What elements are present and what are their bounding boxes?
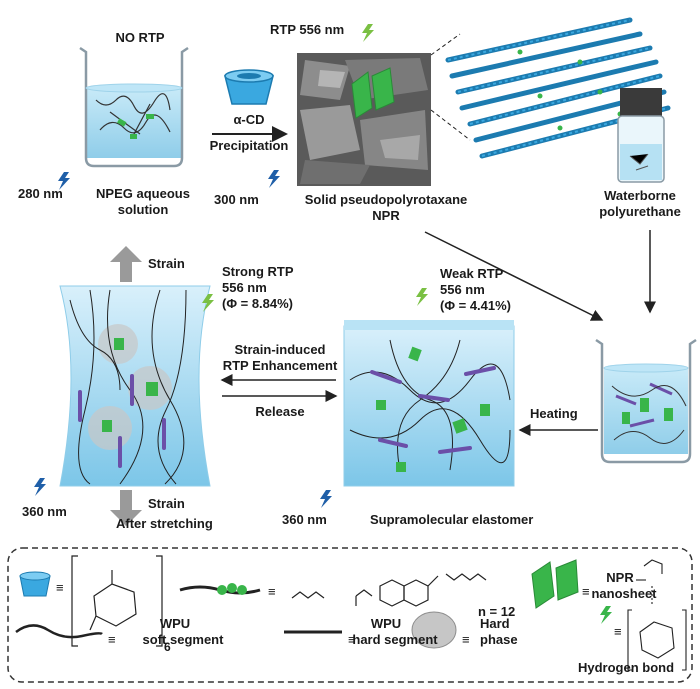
beaker-icon	[79, 46, 189, 168]
after-stretching-label: After stretching	[116, 516, 213, 531]
lightning-icon	[362, 24, 374, 42]
lightning-icon	[600, 606, 612, 624]
strain-arrow-up	[110, 246, 142, 282]
legend-box	[7, 547, 693, 683]
weak-rtp-line3: (Φ = 4.41%)	[440, 298, 512, 313]
vial-icon	[617, 88, 665, 183]
equiv-sign: ≡	[582, 584, 590, 599]
no-rtp-label: NO RTP	[115, 30, 165, 45]
wavelength-300-label: 300 nm	[214, 192, 259, 207]
strain-arrow-down	[110, 490, 142, 526]
cyclodextrin-icon	[19, 571, 51, 597]
equiv-sign: ≡	[108, 632, 116, 647]
hydrogen-bond-label: Hydrogen bond	[578, 660, 675, 675]
npeg-label-line1: NPEG aqueous	[96, 186, 190, 201]
weak-rtp-line1: Weak RTP	[440, 266, 504, 281]
elastomer-block	[343, 320, 515, 487]
wpu-hard-line2: hard segment	[352, 632, 438, 647]
zoom-line	[430, 33, 461, 56]
cd-subscript: 6	[164, 640, 171, 654]
npeg-structure	[291, 573, 487, 607]
lightning-icon	[34, 478, 46, 496]
lightning-icon	[320, 490, 332, 508]
nanosheet-icon	[531, 559, 579, 609]
wavelength-360-right: 360 nm	[282, 512, 327, 527]
flow-arrow	[424, 231, 604, 321]
equiv-sign: ≡	[268, 584, 276, 599]
heating-label: Heating	[530, 406, 578, 421]
wpu-hard-line1: WPU	[370, 616, 402, 631]
enhancement-line2: RTP Enhancement	[222, 358, 338, 373]
hydrogen-bond-structure	[627, 559, 687, 671]
lightning-icon	[416, 288, 428, 306]
npr-legend-line2: nanosheet	[591, 586, 657, 601]
equiv-sign: ≡	[56, 580, 64, 595]
wpu-label-line1: Waterborne	[604, 188, 676, 203]
npeg-label-line2: solution	[117, 202, 169, 217]
strong-rtp-line1: Strong RTP	[222, 264, 294, 279]
supramolecular-label: Supramolecular elastomer	[370, 512, 534, 527]
weak-rtp-line2: 556 nm	[440, 282, 485, 297]
strain-top-label: Strain	[148, 256, 185, 271]
glucose-structure	[71, 555, 163, 647]
equiv-sign: ≡	[462, 632, 470, 647]
wpu-soft-line1: WPU	[159, 616, 191, 631]
strong-rtp-line2: 556 nm	[222, 280, 267, 295]
wpu-soft-line2: soft segment	[142, 632, 224, 647]
wavelength-280-label: 280 nm	[18, 186, 63, 201]
n-equals-label: n = 12	[478, 604, 516, 619]
cd-label: α-CD	[233, 112, 265, 127]
stretched-elastomer	[59, 285, 211, 487]
npr-label-line1: Solid pseudopolyrotaxane	[304, 192, 468, 207]
beaker-icon	[595, 338, 697, 464]
npeg-chain-icon	[179, 583, 261, 595]
wpu-label-line2: polyurethane	[599, 204, 681, 219]
precipitation-label: Precipitation	[209, 138, 289, 153]
soft-segment-icon	[15, 624, 103, 639]
strong-rtp-line3: (Φ = 8.84%)	[222, 296, 294, 311]
rtp-556-label: RTP 556 nm	[270, 22, 345, 37]
sem-image	[297, 53, 431, 186]
npr-label-line2: NPR	[372, 208, 400, 223]
equiv-sign: ≡	[614, 624, 622, 639]
enhancement-line1: Strain-induced	[234, 342, 326, 357]
npr-legend-line1: NPR	[606, 570, 634, 585]
hard-phase-line1: Hard	[480, 616, 510, 631]
cyclodextrin-icon	[224, 69, 274, 105]
lightning-icon	[268, 170, 280, 188]
zoom-line	[430, 109, 471, 141]
strain-bottom-label: Strain	[148, 496, 185, 511]
hard-phase-line2: phase	[480, 632, 518, 647]
hard-phase-icon	[411, 611, 457, 649]
equiv-sign: ≡	[348, 632, 356, 647]
wavelength-360-left: 360 nm	[22, 504, 67, 519]
release-label: Release	[255, 404, 305, 419]
